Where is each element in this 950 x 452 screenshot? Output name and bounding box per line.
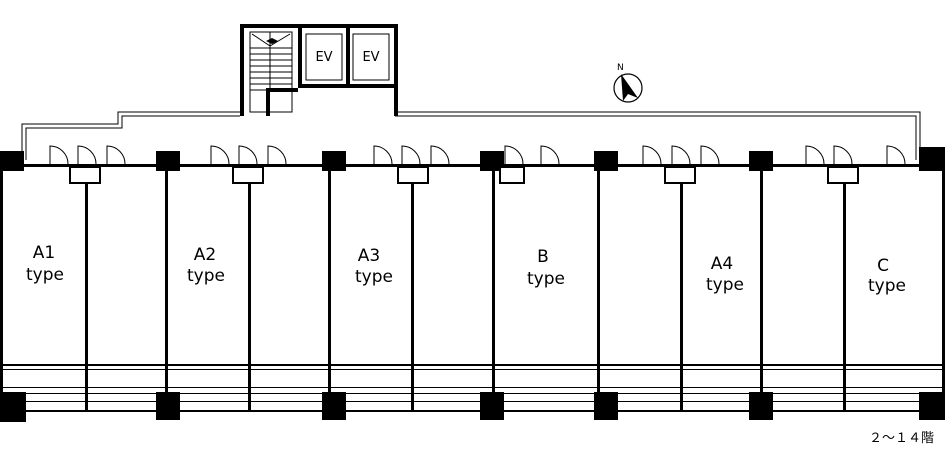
unit-a3-type: type <box>355 267 393 287</box>
unit-a2: A2 type <box>187 245 225 286</box>
unit-a2-type: type <box>187 266 225 286</box>
unit-a1-type: type <box>26 265 64 285</box>
unit-a4-type: type <box>706 275 744 295</box>
unit-c: C type <box>868 256 906 296</box>
unit-a3: A3 type <box>355 246 393 287</box>
elevator-2: EV <box>352 33 390 81</box>
door-swings <box>49 145 906 165</box>
meter-boxes <box>69 166 859 184</box>
elevator-2-label: EV <box>362 50 379 65</box>
floor-label: ２～１４階 <box>869 431 934 446</box>
columns <box>0 147 945 422</box>
building-walls <box>0 164 945 412</box>
core: EV EV <box>240 24 398 116</box>
unit-b: B type <box>527 247 565 289</box>
unit-a1-name: A1 <box>33 243 55 263</box>
compass-letter: N <box>617 63 624 73</box>
elevator-1-label: EV <box>315 50 332 65</box>
corridor-outline <box>21 111 921 160</box>
stair-arrow-icon <box>266 38 278 44</box>
partitions <box>85 167 846 412</box>
unit-a1: A1 type <box>26 243 64 285</box>
elevator-1: EV <box>305 33 343 81</box>
unit-c-type: type <box>868 276 906 296</box>
unit-a4-name: A4 <box>711 254 733 274</box>
unit-a2-name: A2 <box>194 245 216 265</box>
unit-b-name: B <box>537 247 549 267</box>
unit-c-name: C <box>877 256 889 276</box>
stair <box>249 31 293 113</box>
unit-a3-name: A3 <box>358 246 380 266</box>
north-compass-icon: N <box>613 63 643 103</box>
unit-b-type: type <box>527 269 565 289</box>
unit-a4: A4 type <box>706 254 744 295</box>
